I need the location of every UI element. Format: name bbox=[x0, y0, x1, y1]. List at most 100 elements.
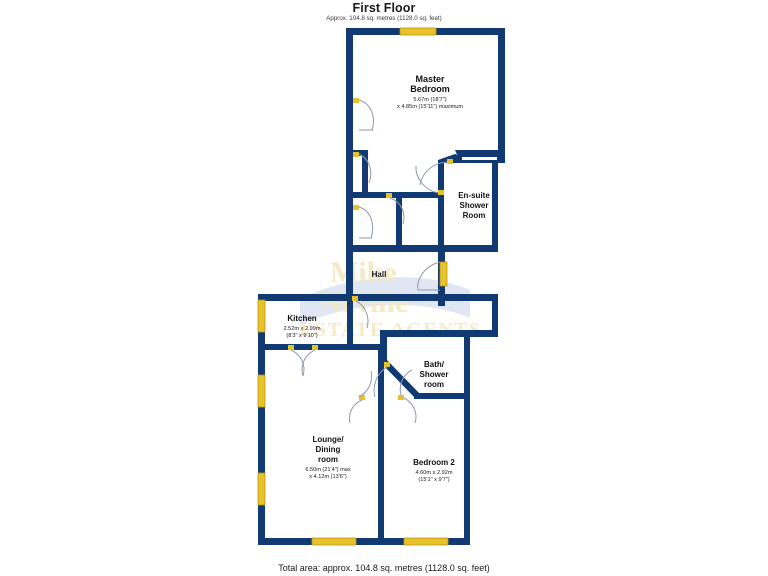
door-swing-arc bbox=[399, 369, 413, 396]
wall-hall-left bbox=[346, 248, 353, 298]
wall-bath-diagonal bbox=[383, 360, 420, 399]
room-dimension-line: 6.50m (21'4") max bbox=[305, 467, 351, 473]
wall-ensuite-bottom bbox=[438, 245, 498, 252]
door-hinge-icon bbox=[398, 395, 404, 400]
door-hinge-icon bbox=[352, 296, 358, 301]
door-hinge-icon bbox=[359, 395, 365, 400]
window-kitchen-left bbox=[257, 299, 266, 333]
door-swing-arc bbox=[358, 153, 372, 184]
room-label-en-suite-shower-room: En-suite Shower Room bbox=[458, 191, 490, 220]
door-swing-arc bbox=[389, 197, 405, 225]
door-swing-arc bbox=[373, 366, 388, 398]
door-master-lower bbox=[353, 205, 374, 239]
wall-kitchen-top bbox=[258, 294, 353, 301]
watermark-band bbox=[300, 277, 470, 326]
door-lounge bbox=[349, 370, 373, 424]
room-label-bedroom-2: Bedroom 2 4.60m x 2.92m (15'1" x 9'7") bbox=[413, 458, 455, 483]
door-swing-arc bbox=[419, 161, 448, 186]
room-dimension-line: 5.67m (18'7") bbox=[413, 97, 446, 103]
door-swing-arc bbox=[355, 300, 369, 329]
door-swing-arc bbox=[290, 349, 305, 377]
door-hinge-icon bbox=[288, 345, 294, 350]
door-swing-arc bbox=[358, 99, 374, 131]
wall-lounge-top-right bbox=[353, 344, 385, 350]
wall-right-master bbox=[498, 28, 505, 163]
wall-bottom-outer bbox=[258, 538, 470, 545]
door-ensuite-angle bbox=[419, 159, 453, 186]
door-hinge-icon bbox=[438, 190, 444, 195]
wall-kitchen-bottom bbox=[265, 344, 353, 350]
door-hinge-icon bbox=[353, 205, 359, 210]
wall-ensuite-top-angle bbox=[455, 150, 503, 163]
room-dimension-line: x 4.12m (13'6") bbox=[309, 474, 347, 480]
room-label-kitchen: Kitchen 2.52m x 2.99m (8'3" x 9'10") bbox=[284, 314, 321, 339]
room-name-line: Lounge/ bbox=[312, 435, 344, 444]
window-lounge-left-upper bbox=[257, 374, 266, 408]
floor-fill-lower bbox=[258, 248, 497, 545]
wall-partition-c bbox=[346, 192, 368, 198]
room-label-hall: Hall bbox=[372, 270, 387, 279]
door-swing-arc bbox=[417, 261, 441, 291]
door-hinge-icon bbox=[312, 345, 318, 350]
wall-right-lower-outer bbox=[464, 330, 470, 545]
door-swing-arc bbox=[301, 349, 316, 377]
room-name-line: Hall bbox=[372, 270, 387, 279]
page-title: First Floor bbox=[352, 1, 416, 15]
door-hinge-icon bbox=[447, 159, 453, 164]
room-label-bath-shower-room: Bath/ Shower room bbox=[420, 360, 449, 389]
page-subtitle: Approx. 104.8 sq. metres (1128.0 sq. fee… bbox=[326, 15, 442, 22]
window-lounge-left-lower bbox=[257, 472, 266, 506]
wall-partition-e bbox=[396, 192, 402, 248]
window-bedroom2-bottom bbox=[403, 537, 449, 546]
watermark-line-2: Neville bbox=[320, 286, 408, 319]
wall-right-upper-outer bbox=[492, 294, 498, 336]
room-name-line: En-suite bbox=[458, 191, 490, 200]
room-name-line: Kitchen bbox=[287, 314, 316, 323]
room-name-line: Master bbox=[415, 74, 445, 84]
wall-master-bottom bbox=[346, 245, 444, 252]
room-name-line: Room bbox=[463, 211, 486, 220]
wall-bath-bottom bbox=[414, 393, 470, 399]
watermark-line-1: Mike bbox=[330, 256, 397, 289]
total-area-text: Total area: approx. 104.8 sq. metres (11… bbox=[278, 563, 490, 573]
wall-bath-top bbox=[380, 330, 498, 337]
room-name-line: Bedroom 2 bbox=[413, 458, 455, 467]
wall-bath-right-top bbox=[464, 330, 498, 336]
room-dimension-line: (15'1" x 9'7") bbox=[418, 477, 449, 483]
room-name-line: Bath/ bbox=[424, 360, 445, 369]
wall-left-outer bbox=[258, 294, 265, 545]
door-inner-room bbox=[386, 193, 405, 225]
room-name-line: room bbox=[318, 455, 338, 464]
door-swing-arc bbox=[358, 370, 373, 398]
door-bedroom2 bbox=[398, 369, 417, 424]
room-name-line: Shower bbox=[460, 201, 489, 210]
door-ensuite bbox=[415, 165, 444, 195]
door-bath bbox=[373, 362, 390, 398]
room-label-master-bedroom: Master Bedroom 5.67m (18'7") x 4.85m (15… bbox=[397, 74, 463, 110]
room-name-line: Bedroom bbox=[410, 84, 450, 94]
room-name-line: Dining bbox=[316, 445, 341, 454]
door-hinge-icon bbox=[386, 193, 392, 198]
room-dimension-line: (8'3" x 9'10") bbox=[286, 333, 317, 339]
door-closet-upper bbox=[353, 152, 372, 184]
door-swing-arc bbox=[415, 165, 439, 194]
doors bbox=[288, 98, 453, 424]
door-master-upper bbox=[353, 98, 374, 131]
door-kitchen bbox=[288, 345, 318, 377]
door-hall-right bbox=[417, 261, 441, 291]
window-lounge-bottom bbox=[311, 537, 357, 546]
window-hall-right bbox=[439, 261, 448, 287]
room-dimension-line: 2.52m x 2.99m bbox=[284, 326, 321, 332]
door-hinge-icon bbox=[353, 152, 359, 157]
room-dimension-line: 4.60m x 2.92m bbox=[416, 470, 453, 476]
wall-left-master bbox=[346, 28, 353, 252]
door-swing-arc bbox=[403, 397, 417, 424]
wall-ensuite-left bbox=[438, 192, 444, 250]
windows bbox=[257, 27, 449, 546]
wall-partition-b bbox=[362, 150, 368, 196]
wall-kitchen-right bbox=[347, 298, 353, 350]
door-swing-arc bbox=[349, 399, 363, 424]
wall-lounge-bedroom-divider bbox=[378, 350, 384, 538]
